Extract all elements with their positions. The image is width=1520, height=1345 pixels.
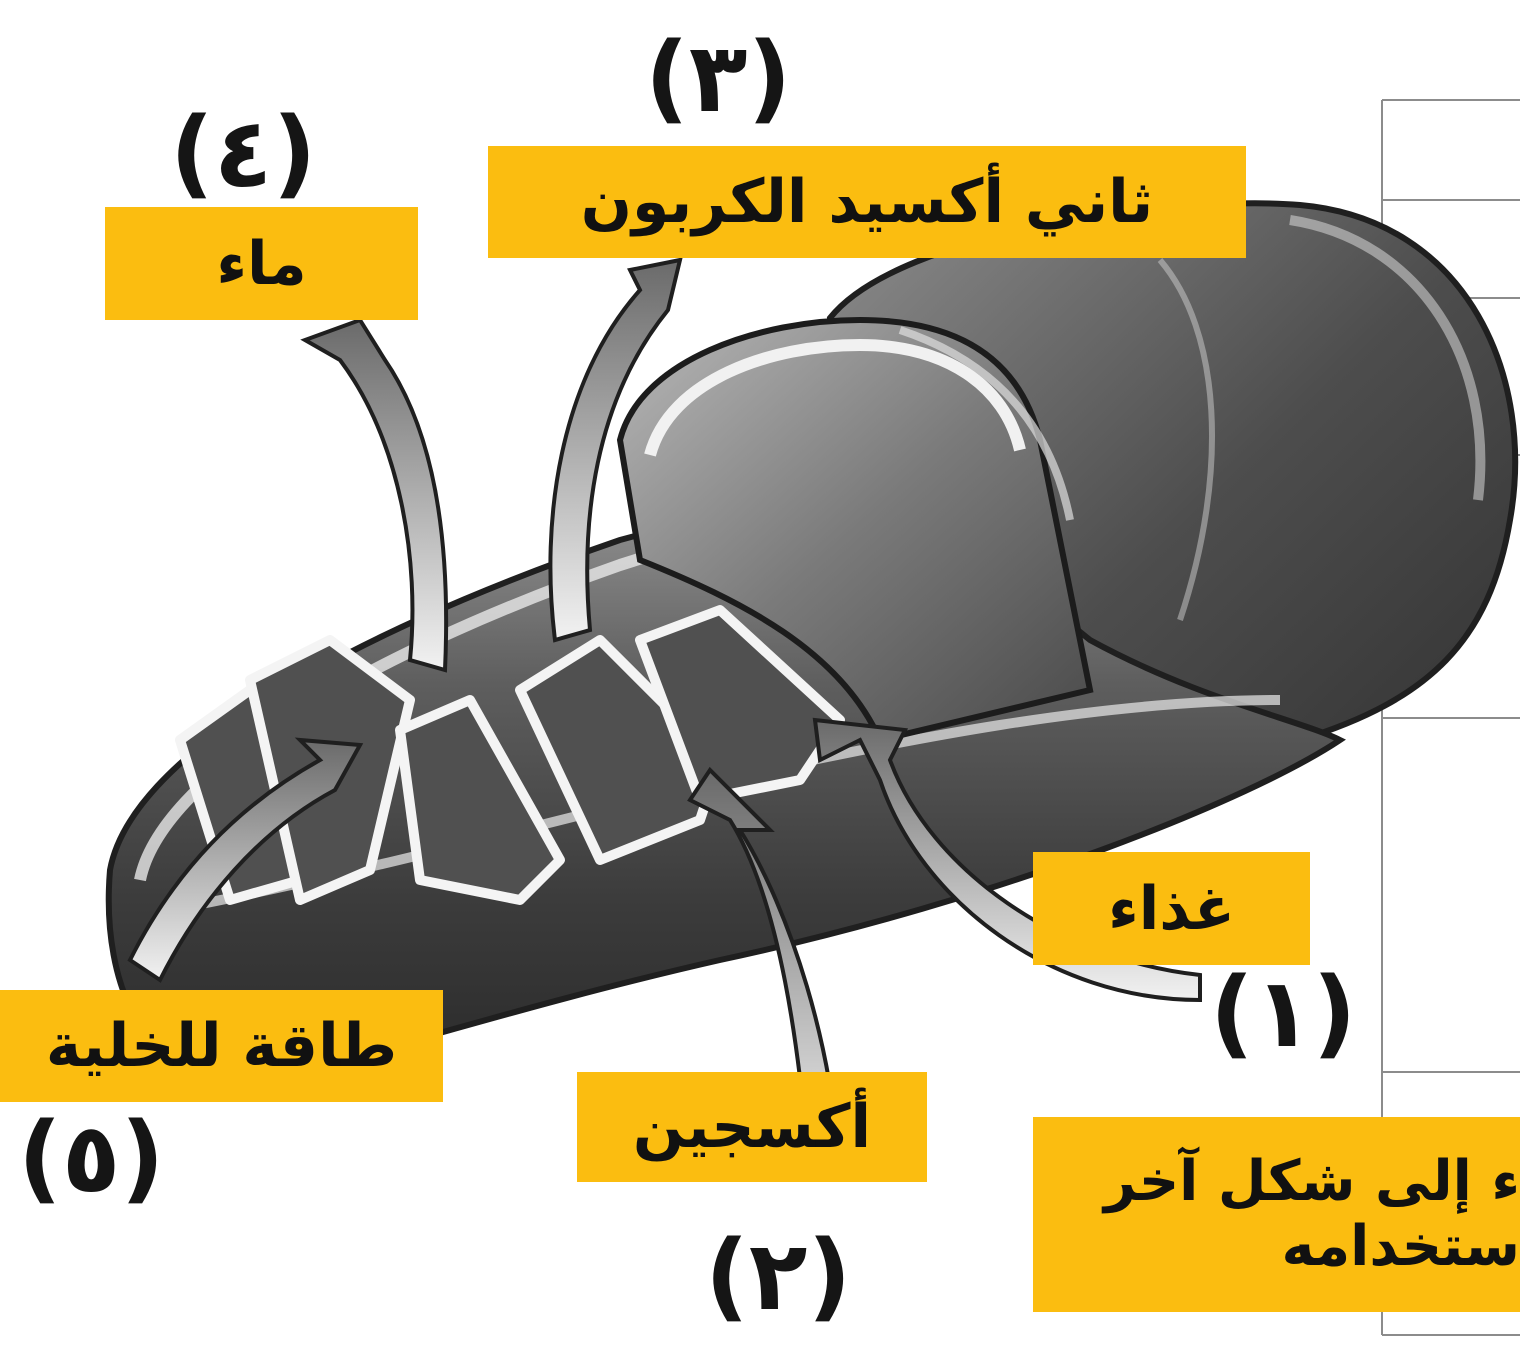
label-carbon-dioxide: ثاني أكسيد الكربون — [488, 146, 1246, 258]
label-energy-for-cell: طاقة للخلية — [0, 990, 443, 1102]
number-3: (٣) — [645, 30, 791, 126]
conversion-note-line-2: ستخدامه — [1282, 1215, 1520, 1279]
label-oxygen: أكسجين — [577, 1072, 927, 1182]
conversion-note-line-1: ء إلى شكل آخر — [1104, 1150, 1520, 1214]
number-4: (٤) — [170, 105, 316, 201]
label-water: ماء — [105, 207, 418, 320]
number-1: (١) — [1210, 965, 1356, 1061]
label-conversion-note: ء إلى شكل آخر ستخدامه — [1033, 1117, 1520, 1312]
number-2: (٢) — [705, 1228, 851, 1324]
number-5: (٥) — [18, 1110, 164, 1206]
label-food: غذاء — [1033, 852, 1310, 965]
